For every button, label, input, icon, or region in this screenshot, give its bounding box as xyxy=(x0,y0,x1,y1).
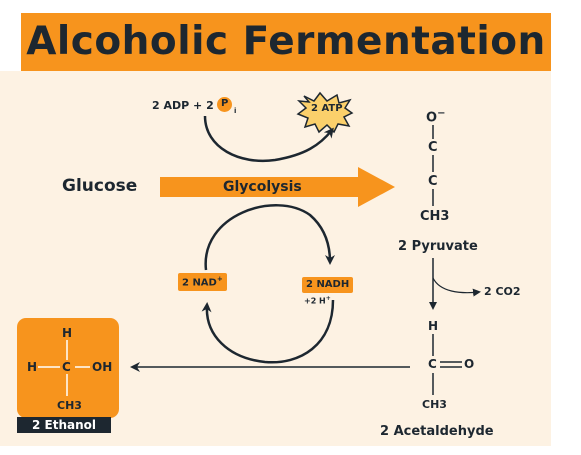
ethanol-ch3: CH3 xyxy=(57,399,82,412)
page-title: Alcoholic Fermentation xyxy=(26,19,546,64)
pyruvate-label: 2 Pyruvate xyxy=(398,239,478,254)
nad-label: 2 NAD xyxy=(182,277,217,289)
phosphate-symbol: P xyxy=(221,98,229,109)
glycolysis-arrow xyxy=(160,167,395,207)
pyruvate-o-text: O xyxy=(426,110,438,126)
adp-label: 2 ADP + 2 xyxy=(152,99,214,112)
acetaldehyde-h-atom: H xyxy=(428,319,439,333)
co2-release-arrow xyxy=(432,277,481,297)
title-bar: Alcoholic Fermentation xyxy=(21,13,551,71)
pyruvate-c1: C xyxy=(428,140,438,155)
ethanol-box xyxy=(17,318,119,418)
ethanol-h-top: H xyxy=(62,326,73,340)
hydrogen-ion-text: +2 H xyxy=(304,296,326,306)
co2-label: 2 CO2 xyxy=(484,285,521,298)
ethanol-h-left: H xyxy=(27,360,38,374)
pyruvate-c2: C xyxy=(428,174,438,189)
atp-curved-arrow xyxy=(203,115,334,163)
ethanol-label: 2 Ethanol xyxy=(17,417,111,433)
nadh-curved-arrow xyxy=(204,204,335,271)
glucose-label: Glucose xyxy=(62,176,138,196)
nadh-badge: 2 NADH xyxy=(302,277,354,293)
phosphate-icon: P xyxy=(217,97,232,112)
nadh-label: 2 NADH xyxy=(306,279,350,290)
pyruvate-ch3: CH3 xyxy=(420,209,450,224)
ethanol-oh: OH xyxy=(92,360,113,374)
phosphate-subscript: i xyxy=(234,107,237,115)
nad-badge: 2 NAD+ xyxy=(178,273,227,292)
acetaldehyde-ch3: CH3 xyxy=(422,398,447,411)
ethanol-c-atom: C xyxy=(62,360,71,374)
pyruvate-o-atom: O− xyxy=(426,108,446,126)
nad-curved-arrow xyxy=(201,299,335,364)
acetaldehyde-c-atom: C xyxy=(428,357,437,371)
hydrogen-ion-charge: + xyxy=(325,295,331,302)
acetaldehyde-label: 2 Acetaldehyde xyxy=(380,424,494,439)
atp-starburst-icon xyxy=(296,91,354,134)
hydrogen-ion-label: +2 H+ xyxy=(304,296,331,306)
pyruvate-o-charge: − xyxy=(437,108,446,119)
glycolysis-label: Glycolysis xyxy=(223,179,302,195)
nad-charge: + xyxy=(216,275,223,283)
acetaldehyde-o-atom: O xyxy=(464,357,475,371)
atp-label: 2 ATP xyxy=(311,103,343,114)
